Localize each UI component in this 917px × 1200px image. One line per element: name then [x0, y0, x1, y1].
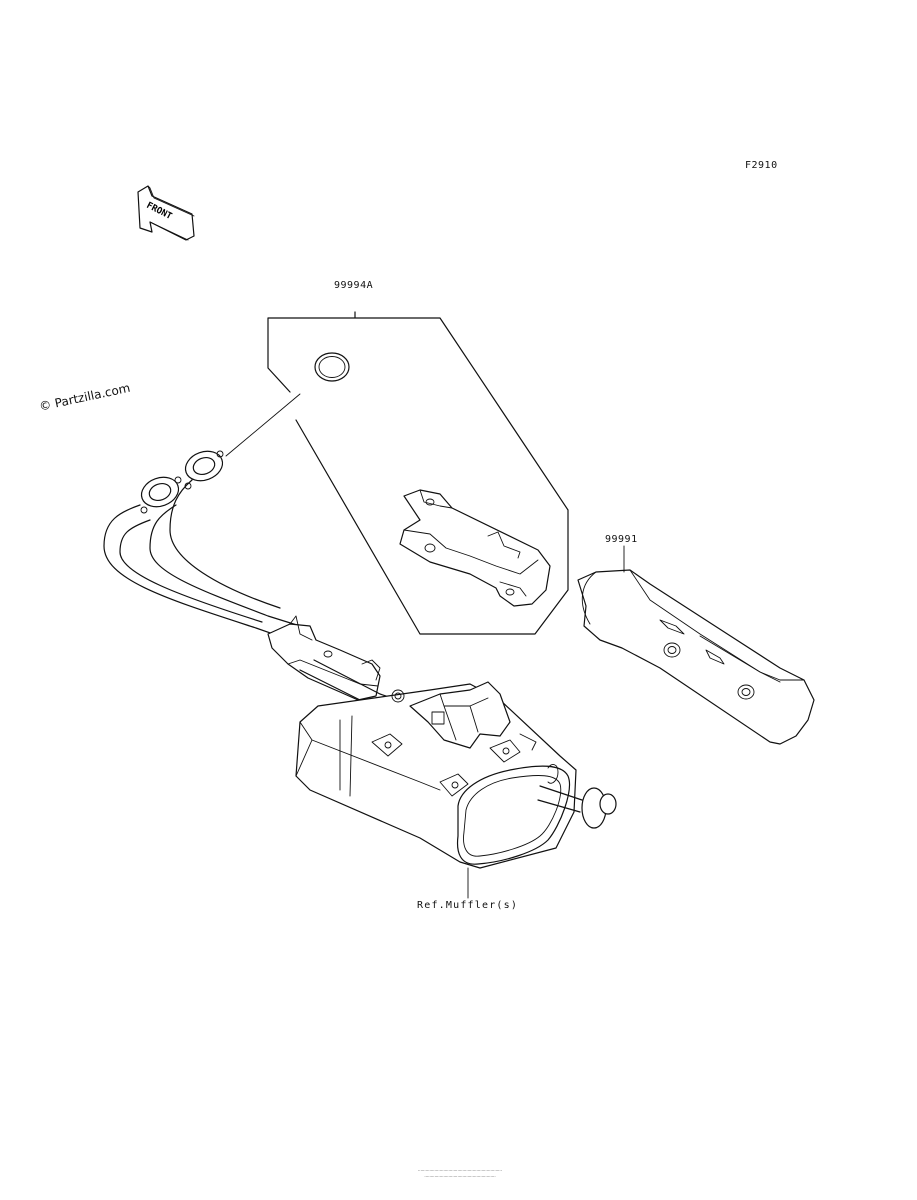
large-heat-shield: [577, 545, 815, 745]
part-number-99991: 99991: [605, 534, 638, 545]
header-pipes: [103, 450, 411, 717]
fine-print-copyright: ········································…: [418, 1168, 502, 1179]
gasket-ring: [225, 352, 350, 457]
kit-outline: [267, 311, 569, 635]
figure-code: F2910: [745, 160, 778, 171]
front-arrow-icon: FRONT: [137, 185, 195, 241]
small-heat-shield: [399, 489, 551, 607]
reference-label: Ref.Muffler(s): [417, 900, 519, 911]
muffler-body: [295, 681, 617, 899]
part-number-99994a: 99994A: [334, 280, 374, 291]
